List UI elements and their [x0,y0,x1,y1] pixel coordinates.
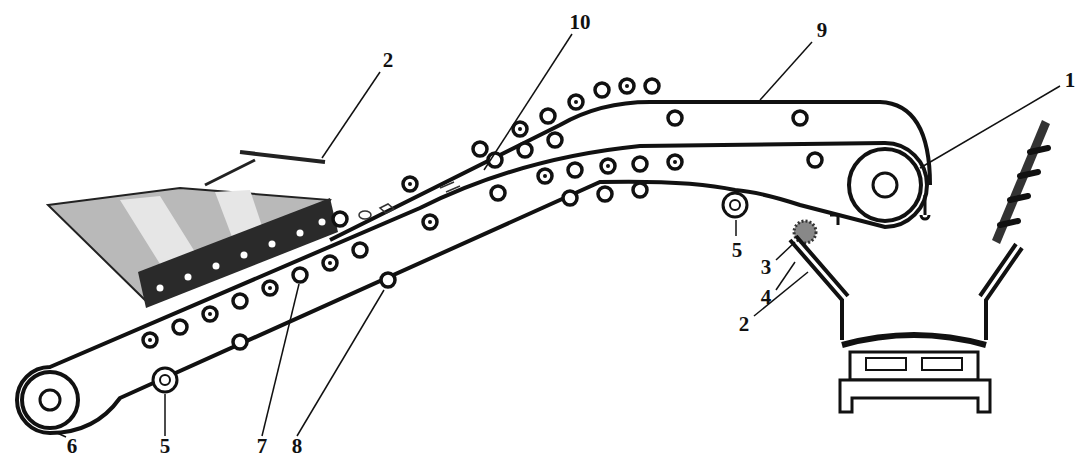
callout-number: 1 [1063,69,1078,92]
scraper [830,195,929,225]
callout-number: 3 [759,256,774,279]
frame [922,358,962,370]
frame [850,352,978,380]
snub-roller [723,193,747,217]
callout-number: 2 [381,49,396,72]
deflector-plate [992,120,1050,244]
callout-number: 10 [568,11,593,34]
leader-lines [55,34,1060,437]
snub-roller [153,368,177,392]
head-pulley [849,149,921,221]
callout-number: 4 [759,286,774,309]
conveyor-belt [17,143,927,433]
roller-centres [148,84,677,342]
cover-belt [330,102,930,240]
chute-wall [980,244,1022,340]
pulley-shaft [40,390,60,410]
snub-roller [730,200,740,210]
trough-plate [138,198,338,308]
tail-pulley [22,372,78,428]
trough-rollers [157,219,326,292]
callout-number: 6 [65,435,80,458]
hopper-plate [205,160,255,185]
frame [866,358,906,370]
callout-number: 2 [737,313,752,336]
callout-number: 7 [255,435,270,458]
callout-number: 5 [730,239,745,262]
callout-number: 8 [290,435,305,458]
deflector-ribs [1000,148,1048,225]
pulley-shaft [873,173,897,197]
receiving-belt [842,335,986,345]
callout-number: 5 [158,435,173,458]
snub-roller [160,375,170,385]
chute-wall [790,236,848,340]
rail [840,380,990,412]
callout-number: 9 [815,19,830,42]
idler-rollers [143,79,822,349]
